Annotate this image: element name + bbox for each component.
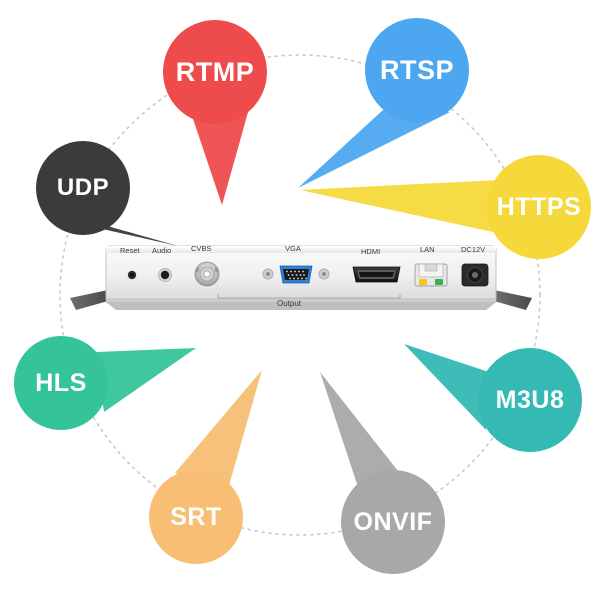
bubble-https[interactable]: HTTPS	[487, 155, 591, 259]
beam-rtmp	[190, 98, 252, 205]
beam-onvif	[320, 372, 398, 487]
beam-m3u8	[404, 344, 489, 430]
port-label-cvbs: CVBS	[191, 244, 212, 253]
port-label-audio: Audio	[152, 246, 172, 255]
bubble-m3u8[interactable]: M3U8	[478, 348, 582, 452]
bubble-label-onvif: ONVIF	[353, 507, 433, 536]
section-label-output: Output	[277, 299, 302, 308]
port-label-lan: LAN	[420, 245, 435, 254]
port-label-dc12v: DC12V	[461, 245, 486, 254]
bubble-rtmp[interactable]: RTMP	[163, 20, 267, 124]
beam-https	[300, 180, 516, 237]
beam-rtsp	[298, 110, 450, 188]
bubble-label-https: HTTPS	[496, 192, 582, 221]
bubble-label-srt: SRT	[170, 502, 222, 531]
bubble-label-hls: HLS	[35, 368, 87, 397]
port-label-hdmi: HDMI	[361, 247, 381, 256]
beam-srt	[175, 370, 262, 489]
bubble-label-m3u8: M3U8	[495, 385, 565, 414]
bubble-label-rtsp: RTSP	[379, 54, 454, 85]
bubble-srt[interactable]: SRT	[149, 470, 243, 564]
bubble-label-udp: UDP	[56, 174, 110, 201]
video-encoder-device: Reset Audio CVBS VGA HDMI LAN DC12V Outp…	[70, 238, 532, 330]
bubble-hls[interactable]: HLS	[14, 336, 108, 430]
port-label-reset: Reset	[120, 246, 140, 255]
bubble-rtsp[interactable]: RTSP	[365, 18, 469, 122]
beam-hls	[96, 348, 196, 412]
bubble-label-rtmp: RTMP	[175, 56, 255, 87]
bubble-onvif[interactable]: ONVIF	[341, 470, 445, 574]
bubble-udp[interactable]: UDP	[36, 141, 130, 235]
port-label-vga: VGA	[285, 244, 301, 253]
